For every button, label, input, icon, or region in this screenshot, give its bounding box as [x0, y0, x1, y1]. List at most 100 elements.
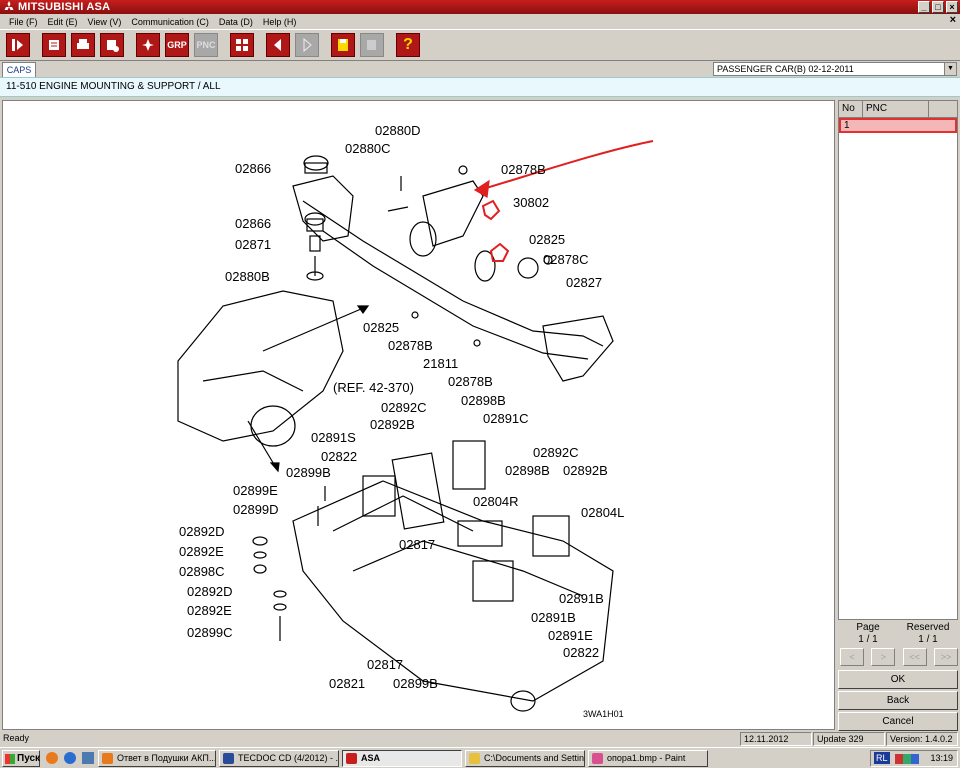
first-page-button[interactable]: << — [902, 648, 927, 666]
part-callout-label[interactable]: (REF. 42-370) — [333, 380, 414, 395]
part-callout-label[interactable]: 02892B — [563, 463, 608, 478]
pnc-button[interactable]: PNC — [194, 33, 218, 57]
part-callout-label[interactable]: 3WA1H01 — [583, 709, 624, 719]
tray-icons — [895, 754, 919, 764]
part-callout-label[interactable]: 02817 — [399, 537, 435, 552]
group-title: 11-510 ENGINE MOUNTING & SUPPORT / ALL — [0, 77, 960, 97]
part-callout-label[interactable]: 02878B — [448, 374, 493, 389]
part-callout-label[interactable]: 02821 — [329, 676, 365, 691]
part-callout-label[interactable]: 02892C — [533, 445, 579, 460]
edit-button[interactable] — [360, 33, 384, 57]
part-callout-label[interactable]: 02878B — [501, 162, 546, 177]
menu-edit[interactable]: Edit (E) — [47, 16, 78, 27]
part-callout-label[interactable]: 02871 — [235, 237, 271, 252]
part-callout-label[interactable]: 02891C — [483, 411, 529, 426]
part-callout-label[interactable]: 02878B — [388, 338, 433, 353]
taskbar-item-label: Ответ в Подушки АКП... — [117, 753, 216, 763]
part-callout-label[interactable]: 02891E — [548, 628, 593, 643]
start-button[interactable]: Пуск — [2, 750, 40, 767]
start-label: Пуск — [17, 753, 41, 764]
taskbar-item-asa[interactable]: ASA — [342, 750, 462, 767]
print-setup-button[interactable] — [100, 33, 124, 57]
close-button[interactable]: × — [946, 1, 958, 13]
part-callout-label[interactable]: 02822 — [321, 449, 357, 464]
menu-help[interactable]: Help (H) — [262, 16, 297, 27]
part-callout-label[interactable]: 02892D — [179, 524, 225, 539]
grid-view-button[interactable] — [230, 33, 254, 57]
print-preview-button[interactable] — [42, 33, 66, 57]
part-callout-label[interactable]: 02899B — [393, 676, 438, 691]
chevron-down-icon[interactable]: ▼ — [944, 63, 956, 75]
save-button[interactable] — [331, 33, 355, 57]
part-callout-label[interactable]: 02892C — [381, 400, 427, 415]
menu-communication[interactable]: Communication (C) — [131, 16, 209, 27]
table-row[interactable]: 1 — [839, 118, 957, 133]
help-button[interactable]: ? — [396, 33, 420, 57]
maximize-button[interactable]: □ — [932, 1, 944, 13]
part-callout-label[interactable]: 02891B — [531, 610, 576, 625]
parts-diagram[interactable]: 02880D 02880C 02866 02878B 30802 02866 02871 02… — [2, 100, 835, 730]
part-callout-label[interactable]: 02825 — [529, 232, 565, 247]
part-callout-label[interactable]: 02804R — [473, 494, 519, 509]
taskbar-item-paint[interactable]: опора1.bmp - Paint — [588, 750, 708, 767]
minimize-button[interactable]: _ — [918, 1, 930, 13]
tab-caps[interactable]: CAPS — [2, 62, 36, 77]
previous-button[interactable] — [266, 33, 290, 57]
ie-quicklaunch-icon[interactable] — [64, 752, 76, 764]
part-callout-label[interactable]: 02899E — [233, 483, 278, 498]
part-callout-label[interactable]: 30802 — [513, 195, 549, 210]
menu-data[interactable]: Data (D) — [218, 16, 253, 27]
taskbar-item-explorer[interactable]: C:\Documents and Settin... — [465, 750, 585, 767]
caps-bar: CAPS PASSENGER CAR(B) 02-12-2011 ▼ — [0, 61, 960, 77]
part-callout-label[interactable]: 02899C — [187, 625, 233, 640]
taskbar-item-tecdoc[interactable]: TECDOC CD (4/2012) - ... — [219, 750, 339, 767]
part-callout-label[interactable]: 02892D — [187, 584, 233, 599]
print-button[interactable] — [71, 33, 95, 57]
desktop-quicklaunch-icon[interactable] — [82, 752, 94, 764]
part-callout-label[interactable]: 02817 — [367, 657, 403, 672]
part-callout-label[interactable]: 02825 — [363, 320, 399, 335]
part-callout-label[interactable]: 02880D — [375, 123, 421, 138]
menu-view[interactable]: View (V) — [87, 16, 122, 27]
page-label: Page — [856, 622, 880, 633]
part-callout-label[interactable]: 02891B — [559, 591, 604, 606]
part-callout-label[interactable]: 02899B — [286, 465, 331, 480]
ok-button[interactable]: OK — [838, 670, 958, 689]
part-callout-label[interactable]: 02866 — [235, 216, 271, 231]
browser-quicklaunch-icon[interactable] — [46, 752, 58, 764]
row-no: 1 — [844, 120, 850, 131]
header-no[interactable]: No — [839, 101, 863, 117]
menu-file[interactable]: File (F) — [9, 16, 38, 27]
last-page-button[interactable]: >> — [933, 648, 958, 666]
taskbar-item-browser[interactable]: Ответ в Подушки АКП... — [98, 750, 216, 767]
back-button[interactable]: Back — [838, 691, 958, 710]
part-callout-label[interactable]: 02898B — [461, 393, 506, 408]
next-page-button[interactable]: > — [871, 648, 896, 666]
car-select[interactable]: PASSENGER CAR(B) 02-12-2011 ▼ — [713, 62, 957, 76]
grp-button[interactable]: GRP — [165, 33, 189, 57]
next-button[interactable] — [295, 33, 319, 57]
language-indicator[interactable]: RL — [874, 752, 890, 764]
part-callout-label[interactable]: 02827 — [566, 275, 602, 290]
part-callout-label[interactable]: 02804L — [581, 505, 624, 520]
part-callout-label[interactable]: 02899D — [233, 502, 279, 517]
part-callout-label[interactable]: 02898C — [179, 564, 225, 579]
part-callout-label[interactable]: 02866 — [235, 161, 271, 176]
part-callout-label[interactable]: 02892B — [370, 417, 415, 432]
part-callout-label[interactable]: 02898B — [505, 463, 550, 478]
exit-button[interactable] — [6, 33, 30, 57]
part-callout-label[interactable]: 02880B — [225, 269, 270, 284]
part-callout-label[interactable]: 02892E — [179, 544, 224, 559]
part-callout-label[interactable]: 02822 — [563, 645, 599, 660]
document-close-icon[interactable]: × — [949, 14, 956, 26]
header-pnc[interactable]: PNC — [863, 101, 929, 117]
part-callout-label[interactable]: 02892E — [187, 603, 232, 618]
part-callout-label[interactable]: 21811 — [423, 356, 458, 371]
catalog-button[interactable] — [136, 33, 160, 57]
cancel-button[interactable]: Cancel — [838, 712, 958, 731]
part-callout-label[interactable]: 02880C — [345, 141, 391, 156]
part-callout-label[interactable]: 02878C — [543, 252, 589, 267]
part-callout-label[interactable]: 02891S — [311, 430, 356, 445]
prev-page-button[interactable]: < — [840, 648, 864, 666]
exploded-view-illustration[interactable]: 02880D 02880C 02866 02878B 30802 02866 02871 02… — [3, 101, 834, 729]
